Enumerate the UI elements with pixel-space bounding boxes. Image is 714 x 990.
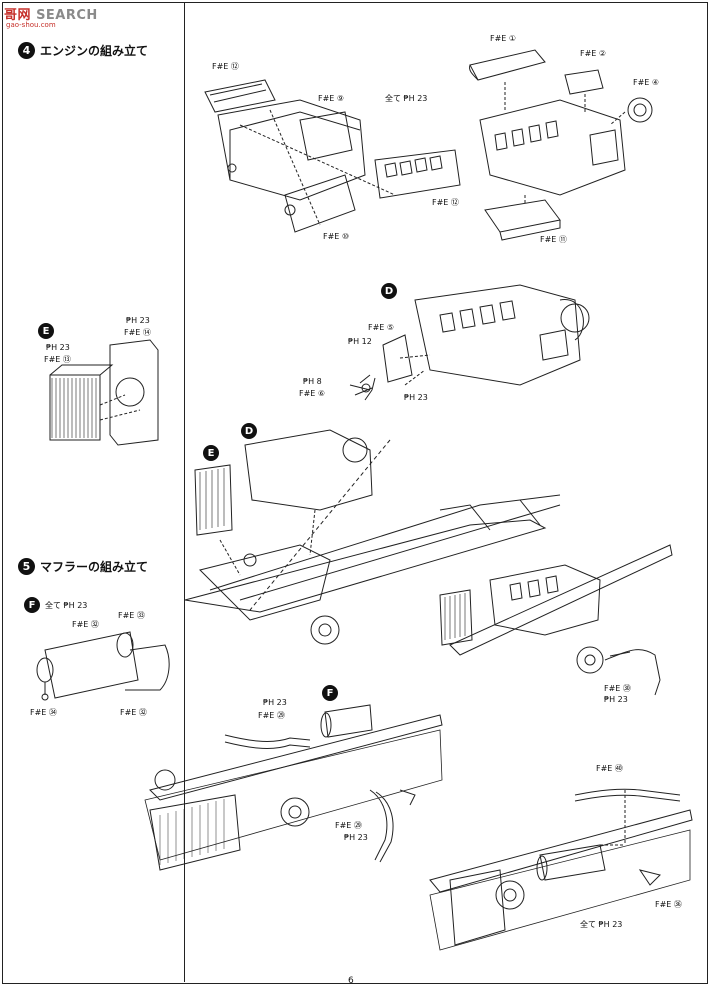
- section-4-title: エンジンの組み立て: [40, 44, 149, 58]
- section-5-heading: 5 マフラーの組み立て: [18, 558, 148, 575]
- label-all23-h: 全て ₱H 23: [580, 920, 623, 929]
- label-ph23-g: ₱H 23: [344, 833, 368, 842]
- chassis-exhaust-assembly: [144, 704, 443, 871]
- label-fe2: F#E ②: [580, 49, 607, 58]
- label-fe32-a: F#E ㉜: [72, 620, 99, 629]
- section-5-title: マフラーの組み立て: [40, 560, 149, 574]
- watermark-brand-a: 哥: [4, 8, 18, 23]
- label-fe34: F#E ㉞: [30, 708, 57, 717]
- chassis-engine-assembly: [184, 429, 561, 645]
- engine-assembly-d: [349, 284, 590, 401]
- watermark-search: SEARCH: [36, 8, 98, 23]
- label-fe14: F#E ⑭: [124, 328, 151, 337]
- chassis-assembly-right: [439, 544, 673, 696]
- label-fe1: F#E ①: [490, 34, 517, 43]
- label-fe29: F#E ㉙: [258, 711, 285, 720]
- label-fe29-b: F#E ㉙: [335, 821, 362, 830]
- label-fe12-b: F#E ⑫: [432, 198, 459, 207]
- label-fe33: F#E ㉝: [118, 611, 145, 620]
- badge-f-2: F: [322, 685, 338, 701]
- badge-d-2: D: [241, 423, 257, 439]
- badge-f: F: [24, 597, 40, 613]
- label-fe4: F#E ④: [633, 78, 660, 87]
- label-fe10: F#E ⑩: [323, 232, 350, 241]
- section-4-number: 4: [18, 42, 35, 59]
- label-fe6: F#E ⑥: [299, 389, 326, 398]
- engine-block-drawing-b: [469, 49, 653, 241]
- label-fe40: F#E ㊵: [596, 764, 623, 773]
- label-fe5: F#E ⑤: [368, 323, 395, 332]
- section-4-heading: 4 エンジンの組み立て: [18, 42, 148, 59]
- label-fe32-b: F#E ㉜: [120, 708, 147, 717]
- muffler-drawing-f: [36, 631, 170, 701]
- label-ph12: ₱H 12: [348, 337, 372, 346]
- label-ph8: ₱H 8: [303, 377, 322, 386]
- radiator-drawing-e: [49, 339, 159, 446]
- watermark-logo: 哥网 SEARCH: [4, 4, 98, 23]
- label-fe9: F#E ⑨: [318, 94, 345, 103]
- watermark-brand-b: 网: [17, 8, 32, 23]
- badge-e-2: E: [203, 445, 219, 461]
- label-ph23-f: ₱H 23: [263, 698, 287, 707]
- watermark-url: gao-shou.com: [6, 21, 56, 29]
- label-ph23-m: ₱H 23: [604, 695, 628, 704]
- label-fe11: F#E ⑪: [540, 235, 567, 244]
- label-fe30: F#E ㉚: [604, 684, 631, 693]
- label-all23-a: 全て ₱H 23: [385, 94, 428, 103]
- label-ph23-d: ₱H 23: [404, 393, 428, 402]
- chassis-exhaust-final: [429, 788, 693, 951]
- column-divider: [184, 2, 185, 982]
- label-fe13: F#E ⑬: [44, 355, 71, 364]
- label-ph23-e: ₱H 23: [126, 316, 150, 325]
- label-ph23-e2: ₱H 23: [46, 343, 70, 352]
- label-fe36: F#E ㊱: [655, 900, 682, 909]
- badge-e: E: [38, 323, 54, 339]
- label-fe12-a: F#E ⑫: [212, 62, 239, 71]
- engine-block-drawing-a: [204, 79, 461, 233]
- badge-d: D: [381, 283, 397, 299]
- section-5-number: 5: [18, 558, 35, 575]
- page-number: 6: [348, 976, 354, 986]
- label-all23-f: 全て ₱H 23: [45, 601, 88, 610]
